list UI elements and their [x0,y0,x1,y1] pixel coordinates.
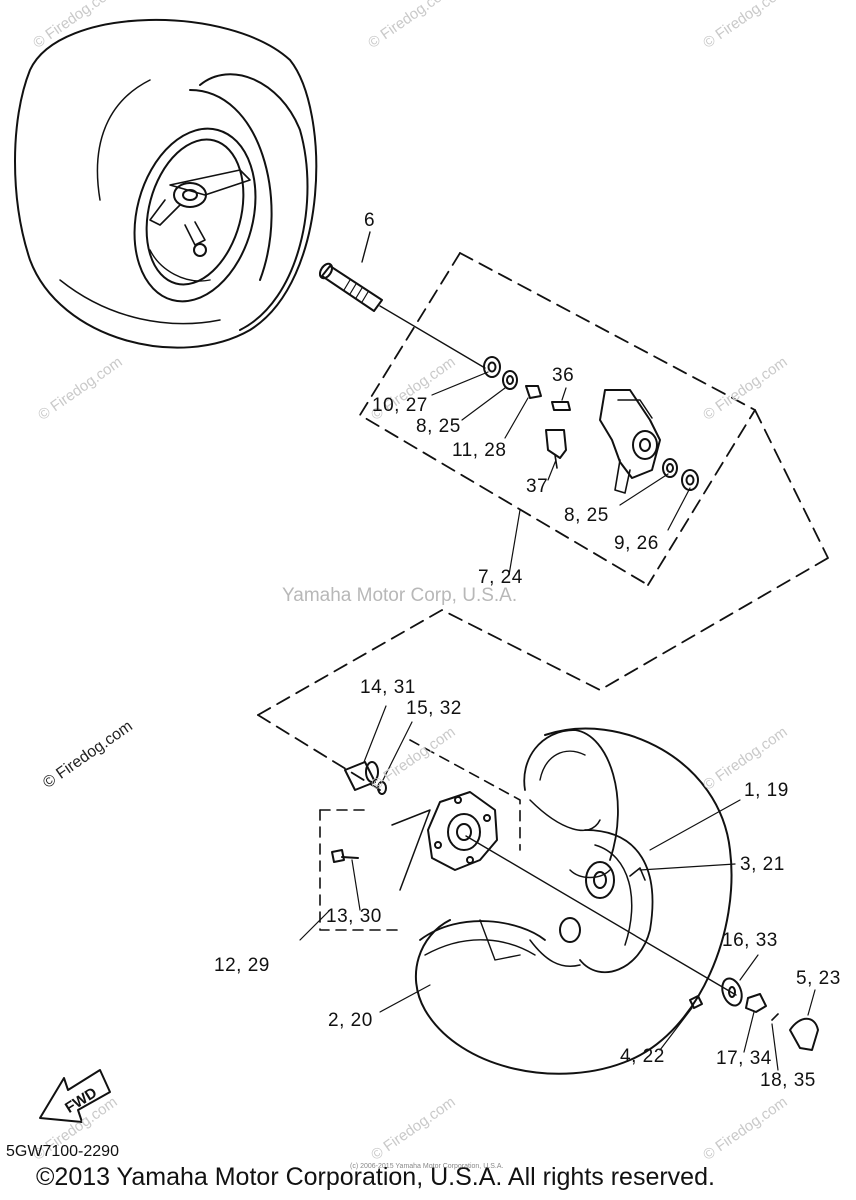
copyright-notice: ©2013 Yamaha Motor Corporation, U.S.A. A… [36,1163,715,1191]
part-label: 7, 24 [478,567,523,588]
part-label: 17, 34 [716,1048,772,1069]
center-watermark: Yamaha Motor Corp, U.S.A. [282,585,518,606]
axle-part-6 [318,231,486,369]
diagram-code: 5GW7100-2290 [6,1143,119,1160]
wheel-hub [427,791,737,996]
part-label: 18, 35 [760,1070,816,1091]
part-label: 12, 29 [214,955,270,976]
axle-end-parts [659,954,819,1071]
part-label: 36 [552,365,575,386]
top-wheel-assembly [14,19,318,349]
part-label: 14, 31 [360,677,416,698]
knuckle-components [431,356,699,576]
part-label: 37 [526,476,549,497]
part-label: 8, 25 [564,505,609,526]
bolt-13-30 [299,849,361,941]
tiny-copyright: (c) 2006-2015 Yamaha Motor Corporation, … [350,1163,504,1170]
spacer-and-oring [344,705,413,795]
part-label: 4, 22 [620,1046,665,1067]
part-label: 1, 19 [744,780,789,801]
hub-group-lines [257,409,829,931]
part-label: 10, 27 [372,395,428,416]
part-label: 6 [364,210,376,231]
bottom-wheel-assembly [379,727,741,1075]
part-label: 13, 30 [326,906,382,927]
part-label: 8, 25 [416,416,461,437]
part-label: 11, 28 [452,440,507,461]
part-label: 2, 20 [328,1010,373,1031]
fwd-arrow [39,1069,111,1123]
part-label: 9, 26 [614,533,659,554]
part-label: 3, 21 [740,854,785,875]
part-label: 16, 33 [722,930,778,951]
part-label: 15, 32 [406,698,462,719]
part-label: 5, 23 [796,968,841,989]
